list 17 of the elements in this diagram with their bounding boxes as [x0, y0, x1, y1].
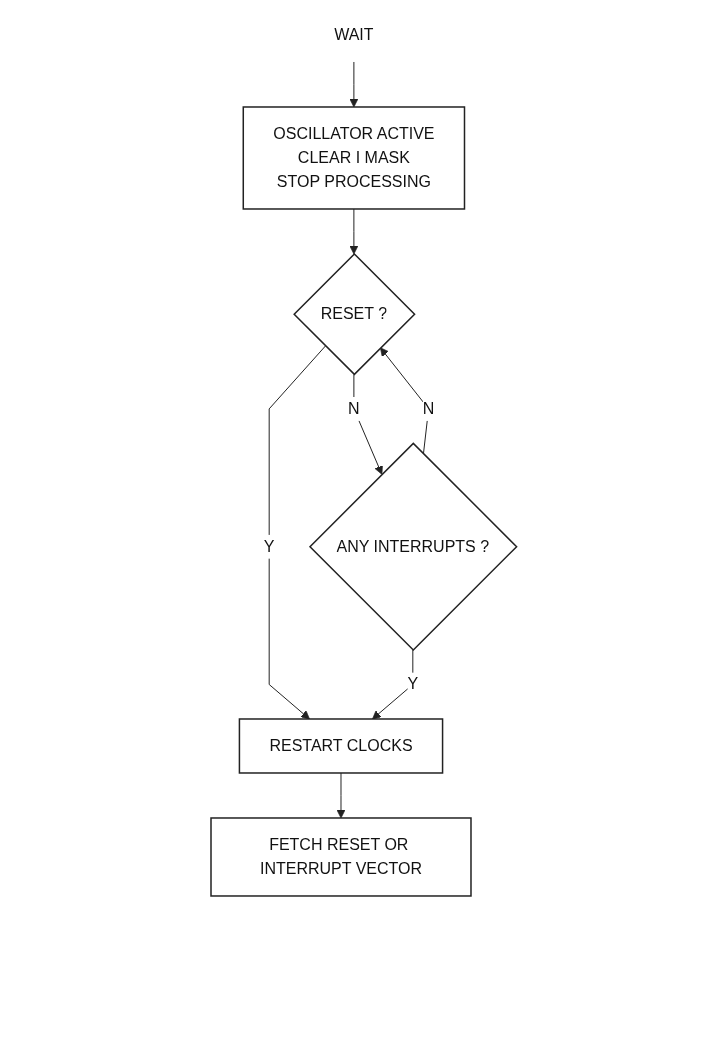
node-box: RESTART CLOCKS [238, 718, 444, 774]
node-box: FETCH RESET OR INTERRUPT VECTOR [210, 817, 472, 897]
arrow [268, 345, 327, 720]
node-diamond: RESET ? [293, 252, 416, 376]
edge-label: N [348, 399, 360, 417]
node-box: OSCILLATOR ACTIVE CLEAR I MASK STOP PROCESSING [242, 106, 466, 210]
node-diamond: ANY INTERRUPTS ? [309, 442, 518, 652]
edge-label: Y [264, 537, 275, 555]
edge-label: Y [407, 675, 419, 693]
edge-label: N [423, 399, 435, 417]
node-text: WAIT [334, 26, 374, 43]
arrow [349, 208, 359, 255]
arrow [380, 347, 430, 455]
arrow [336, 772, 346, 819]
arrow [349, 61, 359, 108]
arrow [372, 649, 414, 720]
arrow [353, 373, 383, 475]
